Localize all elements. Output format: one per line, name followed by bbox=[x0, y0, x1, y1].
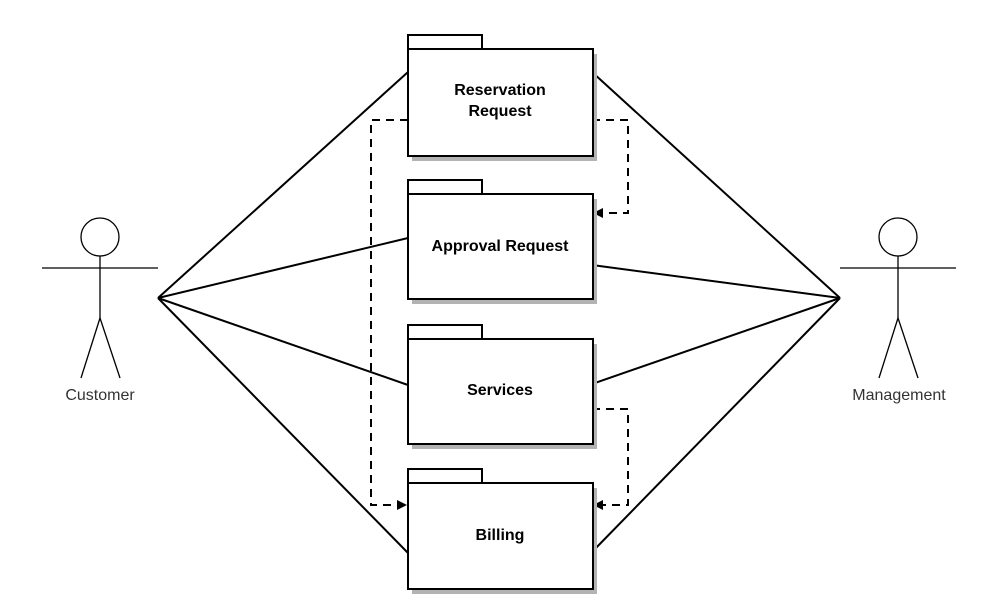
stick-figure-icon bbox=[840, 217, 956, 379]
package-tab bbox=[407, 34, 483, 50]
package-label: Services bbox=[467, 382, 533, 399]
assoc-management-billing bbox=[591, 297, 841, 553]
package-label: Approval Request bbox=[432, 238, 570, 255]
actor-label: Customer bbox=[65, 387, 135, 404]
package-tab bbox=[407, 468, 483, 484]
package-label: Billing bbox=[476, 527, 525, 544]
package-tab bbox=[407, 324, 483, 340]
actor-customer[interactable]: Customer bbox=[42, 217, 158, 404]
package-billing[interactable]: Billing bbox=[407, 468, 597, 594]
assoc-customer-services bbox=[157, 297, 409, 386]
assoc-customer-approval bbox=[157, 237, 409, 299]
assoc-customer-reservation bbox=[157, 71, 409, 299]
stick-figure-icon bbox=[42, 217, 158, 379]
package-body bbox=[407, 338, 594, 445]
package-tab bbox=[407, 179, 483, 195]
package-body bbox=[407, 48, 594, 157]
package-body bbox=[407, 193, 594, 300]
package-body bbox=[407, 482, 594, 590]
assoc-management-approval bbox=[591, 264, 841, 299]
package-approval-request[interactable]: Approval Request bbox=[407, 179, 597, 304]
actor-management[interactable]: Management bbox=[840, 217, 956, 404]
actor-label: Management bbox=[852, 387, 946, 404]
assoc-management-reservation bbox=[591, 71, 841, 299]
package-services[interactable]: Services bbox=[407, 324, 597, 449]
package-reservation-request[interactable]: Reservation Request bbox=[407, 34, 597, 161]
package-label-line-1: Reservation bbox=[454, 82, 546, 99]
package-label-line-2: Request bbox=[468, 103, 532, 120]
assoc-management-services bbox=[591, 297, 841, 385]
assoc-customer-billing bbox=[157, 297, 409, 554]
dependency-reservation-to-approval bbox=[592, 119, 629, 218]
dependency-arrows bbox=[370, 119, 629, 510]
dependency-reservation-to-billing bbox=[370, 119, 408, 510]
dependency-services-to-billing bbox=[592, 408, 629, 510]
association-lines bbox=[157, 71, 841, 554]
